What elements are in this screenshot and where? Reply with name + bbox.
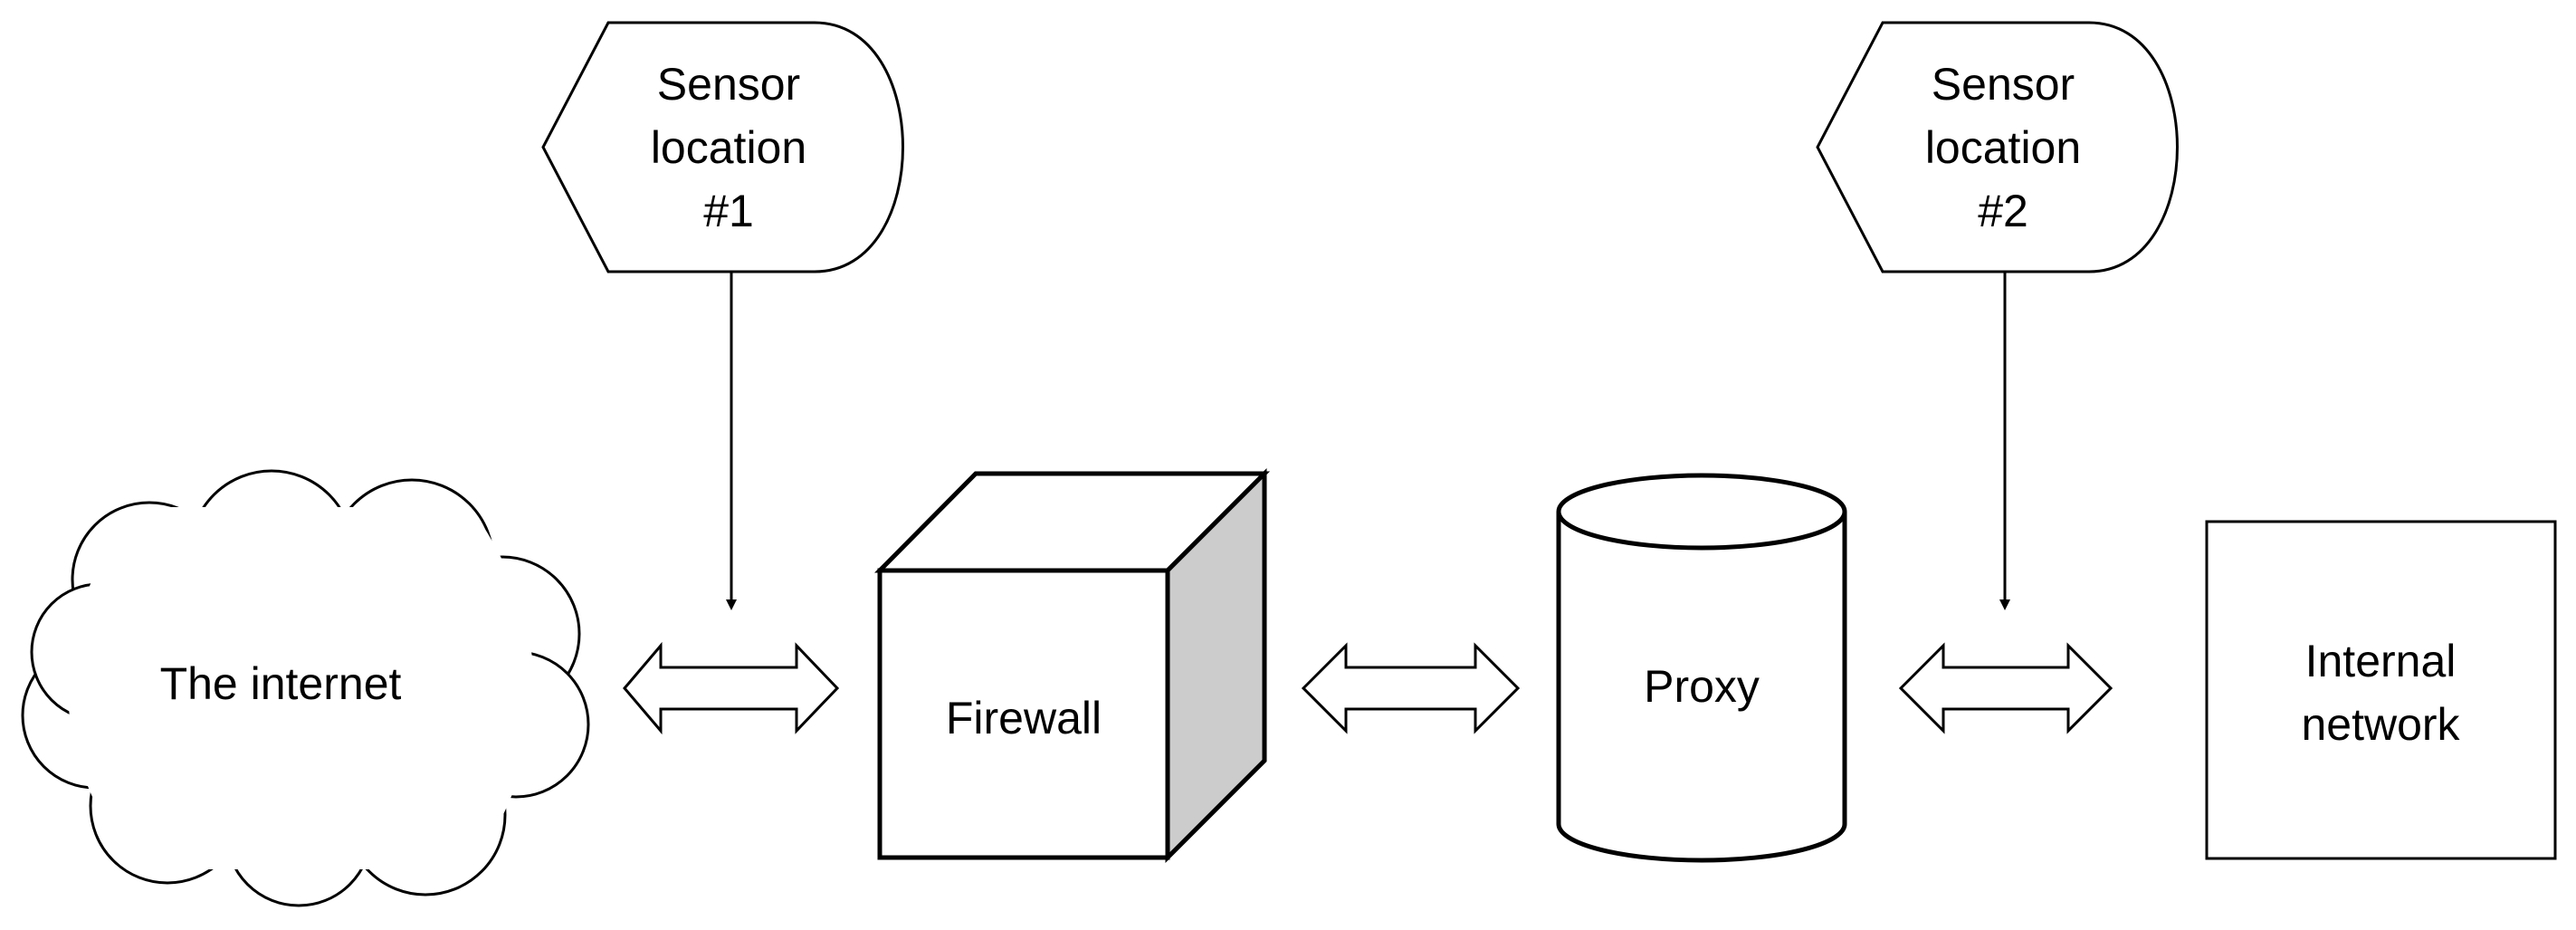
double-arrow-firewall-proxy	[1301, 642, 1521, 734]
firewall-cube: Firewall	[874, 467, 1271, 864]
sensor-2-line-1: Sensor	[1932, 59, 2075, 110]
proxy-label: Proxy	[1644, 661, 1760, 712]
double-arrow-proxy-internal	[1898, 642, 2113, 734]
sensor-2-line-2: location	[1925, 122, 2081, 173]
internal-network-box: Internal network	[2205, 520, 2557, 860]
sensor-1-line-1: Sensor	[657, 59, 800, 110]
double-arrow-internet-firewall	[623, 641, 840, 735]
internal-network-line-2: network	[2301, 699, 2460, 750]
sensor-location-1: Sensor location #1	[541, 21, 904, 273]
sensor-location-2: Sensor location #2	[1816, 21, 2179, 273]
internet-cloud: The internet	[21, 469, 590, 907]
internal-network-line-1: Internal	[2305, 636, 2457, 686]
firewall-label: Firewall	[946, 693, 1102, 743]
proxy-cylinder: Proxy	[1556, 473, 1847, 863]
sensor-2-line-3: #2	[1978, 186, 2028, 236]
sensor-1-line-3: #1	[703, 186, 754, 236]
sensor-1-line-2: location	[651, 122, 806, 173]
internet-label: The internet	[160, 658, 402, 709]
